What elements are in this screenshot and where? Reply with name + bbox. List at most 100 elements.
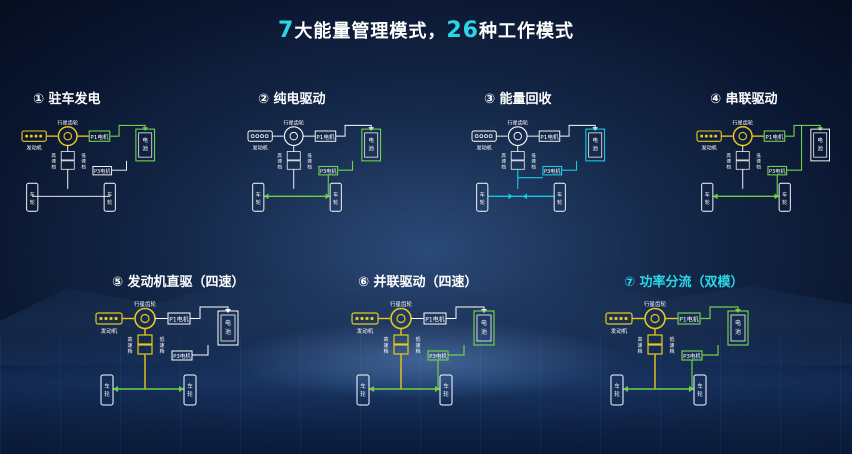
high-gear-label: 档 [637, 348, 642, 355]
axle-arrow-right [179, 386, 184, 392]
wheel-label: 轮 [187, 390, 193, 398]
engine-label: 发动机 [101, 327, 118, 335]
wheel-left [476, 182, 489, 212]
high-gear-label: 速 [383, 343, 388, 349]
planetary-gear-inner [63, 131, 73, 141]
engine-cylinder [264, 134, 269, 138]
background-halo [226, 320, 626, 400]
low-gear-label: 速 [756, 159, 761, 165]
mode-diagram-3: P1电机 电 池 发动机 行星齿轮 高 速 档 低 速 档 P3电机 车 轮 车… [471, 118, 606, 212]
wheel-label: 轮 [30, 198, 35, 206]
p3-motor-label: P3电机 [94, 167, 111, 175]
wheel-label: 车 [697, 382, 703, 390]
engine-cylinder [114, 316, 118, 321]
high-gear-label: 高 [51, 152, 56, 159]
wheel-label: 车 [480, 190, 485, 198]
low-gear-label: 档 [415, 348, 420, 355]
battery-label: 池 [368, 145, 374, 153]
wheel-right [183, 374, 197, 406]
high-gear-label: 档 [383, 348, 388, 355]
p3-battery-line [561, 160, 578, 171]
battery-label: 电 [368, 136, 374, 144]
high-gear-label: 档 [726, 163, 731, 170]
low-gear-label: 低 [415, 336, 420, 343]
battery-label: 电 [481, 319, 487, 327]
battery-outer [727, 310, 749, 346]
gear-box-upper [137, 334, 153, 345]
engine-cylinder [474, 134, 479, 138]
battery-inner [588, 132, 603, 158]
planetary-gear-inner [513, 131, 522, 141]
p1-motor-label: P1电机 [540, 133, 559, 141]
wheel-label: 轮 [104, 390, 110, 398]
wheel-label: 轮 [705, 198, 710, 206]
engine-label: 发动机 [26, 144, 42, 152]
wheel-label: 轮 [480, 198, 485, 206]
p3-motor-box [92, 166, 113, 176]
battery-label: 池 [817, 145, 823, 153]
battery-label: 电 [142, 136, 148, 144]
p3-motor-label: P3电机 [429, 352, 447, 360]
gear-box-lower [286, 160, 301, 170]
high-gear-label: 档 [51, 163, 56, 170]
wheel-left [701, 182, 714, 212]
gear-box-lower [60, 160, 75, 170]
wheel-label: 车 [107, 190, 112, 198]
battery-outer [473, 310, 495, 346]
axle-arrow-right [689, 386, 694, 392]
wheel-label: 车 [782, 190, 787, 198]
axle-arrow-left [712, 193, 718, 200]
battery-outer [810, 128, 830, 162]
engine-cylinder [484, 134, 488, 138]
engine-cylinder [260, 134, 264, 138]
engine-cylinder [255, 134, 260, 138]
engine-cylinder [34, 134, 38, 138]
engine-cylinder [609, 316, 613, 321]
planetary-gear-outer [57, 126, 78, 147]
battery-label: 电 [592, 136, 598, 144]
low-gear-label: 档 [307, 163, 312, 170]
high-gear-label: 速 [277, 159, 282, 165]
high-gear-label: 档 [127, 348, 132, 355]
gear-box-lower [735, 160, 750, 170]
high-gear-label: 高 [127, 336, 132, 343]
wheel-label: 轮 [360, 390, 366, 398]
low-gear-label: 低 [159, 336, 164, 343]
engine-cylinder [39, 134, 43, 138]
battery-inner [476, 314, 492, 342]
low-gear-label: 低 [756, 152, 761, 159]
battery-outer [585, 128, 606, 162]
battery-inner [138, 132, 153, 158]
engine-cylinder [250, 134, 255, 138]
gear-box-upper [286, 151, 301, 161]
axle-arrow-in-right [522, 193, 528, 200]
planetary-label: 行星齿轮 [732, 118, 753, 126]
high-gear-label: 高 [501, 152, 506, 159]
wheel-right [778, 182, 791, 212]
planetary-gear-inner [650, 313, 660, 324]
engine-cylinder [614, 316, 618, 321]
axle-arrow-right [435, 386, 440, 392]
engine-cylinder [714, 134, 718, 138]
wheel-left [100, 374, 114, 406]
engine-cylinder [25, 134, 29, 138]
engine-cylinder [479, 134, 484, 138]
wheel-label: 轮 [256, 198, 261, 206]
wheel-label: 轮 [697, 390, 703, 398]
battery-outer [361, 128, 382, 162]
low-gear-label: 低 [531, 152, 536, 159]
high-gear-label: 高 [726, 152, 731, 159]
wheel-label: 车 [30, 190, 35, 198]
planetary-gear-outer [283, 126, 304, 147]
axle-arrow-left [113, 386, 118, 392]
wheel-label: 轮 [614, 390, 620, 398]
wheel-label: 车 [104, 382, 110, 390]
planetary-gear-outer [732, 126, 753, 147]
battery-outer [217, 310, 239, 346]
p3-power-line [786, 125, 803, 171]
p3-battery-line [702, 345, 719, 356]
wheel-right [439, 374, 453, 406]
gear-box-upper [647, 334, 663, 345]
mode-diagram-4: P1电机 电 池 发动机 行星齿轮 高 速 档 低 速 档 P3电机 车 轮 车… [696, 118, 830, 212]
battery-label: 池 [735, 328, 741, 336]
